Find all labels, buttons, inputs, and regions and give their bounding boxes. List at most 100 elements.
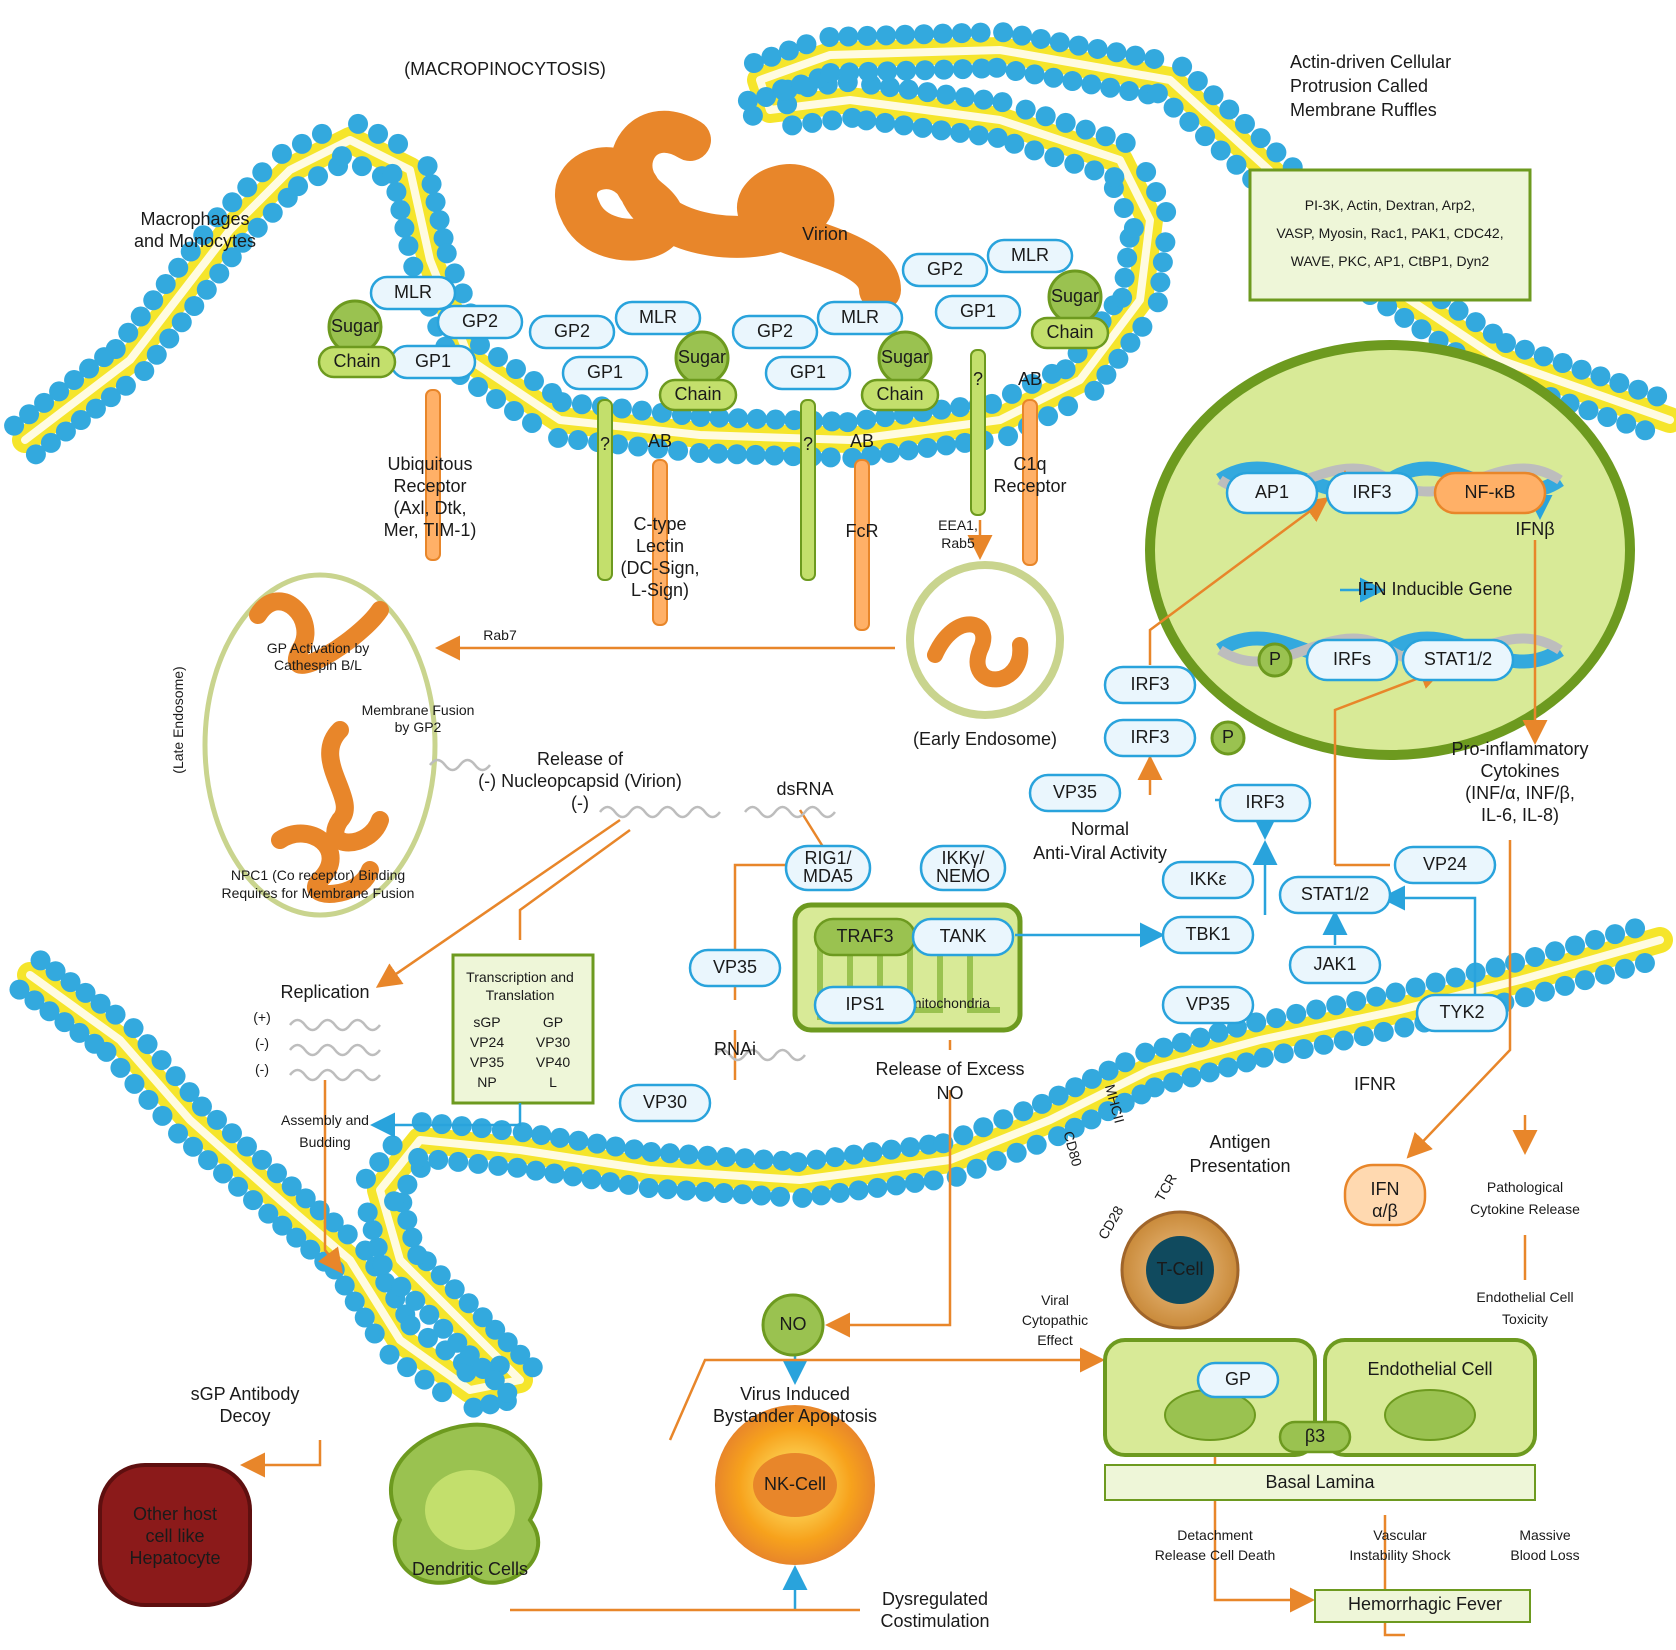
assembly-label-0: Assembly and	[281, 1112, 369, 1128]
ubiquitous-receptor-label-2: (Axl, Dtk,	[393, 498, 466, 518]
bystander-label-0: Virus Induced	[740, 1384, 850, 1404]
antigen-label-0: Antigen	[1209, 1132, 1270, 1152]
normal-antiviral-label-0: Normal	[1071, 819, 1129, 839]
dsrna-label: dsRNA	[776, 779, 833, 799]
ubiquitous-receptor-label-1: Receptor	[393, 476, 466, 496]
ifn-inducible-label: IFN Inducible Gene	[1357, 579, 1512, 599]
hepatocyte-label-1: cell like	[145, 1526, 204, 1546]
factors-line-1: PI-3K, Actin, Dextran, Arp2,	[1305, 197, 1475, 213]
release-no-label-1: NO	[937, 1083, 964, 1103]
rna-strands	[289, 758, 836, 1082]
dysregulated-label-1: Costimulation	[880, 1611, 989, 1631]
ips1-label: IPS1	[845, 994, 884, 1014]
gp-endothelial-label: GP	[1225, 1369, 1251, 1389]
transcription-item: L	[549, 1074, 557, 1090]
ifn-ab-node	[1343, 1163, 1427, 1227]
viral-cytopathic-label-2: Effect	[1037, 1332, 1073, 1348]
gp1-3-label: GP1	[790, 362, 826, 382]
chain-3: Chain	[860, 378, 940, 412]
irf3-nucleus-label: IRF3	[1352, 482, 1391, 502]
macrophages-label-0: Macrophages	[140, 209, 249, 229]
sgp-decoy-label-1: Decoy	[219, 1406, 270, 1426]
ctype-lectin-receptor	[652, 459, 668, 626]
early-endosome-label: (Early Endosome)	[913, 729, 1057, 749]
endothelial-toxicity-label-0: Endothelial Cell	[1476, 1289, 1573, 1305]
irf3-3: IRF3	[1218, 783, 1312, 823]
nfkb-label: NF-κB	[1465, 482, 1516, 502]
transcription-item: VP40	[536, 1054, 570, 1070]
assembly-label-1: Budding	[299, 1134, 350, 1150]
tyk2: TYK2	[1415, 993, 1509, 1033]
ubiquitous-receptor-label-3: Mer, TIM-1)	[384, 520, 477, 540]
massive-label-0: Massive	[1519, 1527, 1571, 1543]
mlr-4-label: MLR	[1011, 245, 1049, 265]
proinflammatory-label-0: Pro-inflammatory	[1451, 739, 1588, 759]
nkcell-label: NK-Cell	[764, 1474, 826, 1494]
lower-membrane	[9, 918, 1673, 1418]
tbk1-label: TBK1	[1185, 924, 1230, 944]
pathological-label-1: Cytokine Release	[1470, 1201, 1580, 1217]
viral-cytopathic-label-0: Viral	[1041, 1292, 1069, 1308]
irf3-2: IRF3	[1103, 718, 1197, 758]
late-endosome-label: (Late Endosome)	[170, 666, 186, 773]
no-node: NO	[761, 1293, 825, 1357]
detachment-label-0: Detachment	[1177, 1527, 1253, 1543]
fusion-wave	[429, 758, 491, 772]
ifnb-label: IFNβ	[1515, 519, 1554, 539]
transcription-item: VP24	[470, 1034, 504, 1050]
q-receptor-2	[800, 399, 816, 581]
sugar-2: Sugar	[674, 330, 730, 386]
eea1-label-1: Rab5	[941, 535, 975, 551]
p-nucleus-label: P	[1269, 649, 1281, 669]
rig1-mda5: RIG1/MDA5	[784, 844, 872, 892]
ifnr-label: IFNR	[1354, 1074, 1396, 1094]
membrane-ruffles-label-0: Actin-driven Cellular	[1290, 52, 1451, 72]
eea1-label-0: EEA1,	[938, 517, 978, 533]
nk-cell	[715, 1405, 875, 1565]
dysregulated-label-0: Dysregulated	[882, 1589, 988, 1609]
gp-endothelial: GP	[1196, 1361, 1280, 1399]
ctype-lectin-label-0: C-type	[633, 514, 686, 534]
sugar-4-label: Sugar	[1051, 286, 1099, 306]
traf3: TRAF3	[813, 917, 917, 957]
mlr-2: MLR	[614, 300, 702, 336]
antigen-label-1: Presentation	[1189, 1156, 1290, 1176]
replication-wave-1	[289, 1018, 381, 1032]
replication-wave-3	[289, 1068, 381, 1082]
c1q-label-0: C1q	[1013, 454, 1046, 474]
chain-2-label: Chain	[674, 384, 721, 404]
gp1-2-label: GP1	[587, 362, 623, 382]
fcr-label: FcR	[846, 521, 879, 541]
gp2-1-label: GP2	[462, 311, 498, 331]
nucleus	[1145, 340, 1635, 760]
tcr-label: TCR	[1152, 1171, 1180, 1204]
strand-plus: (+)	[253, 1009, 271, 1025]
mitochondria-label: mitochondria	[910, 995, 990, 1011]
membrane-ruffles-label-1: Protrusion Called	[1290, 76, 1428, 96]
ubiquitous-receptor-label-0: Ubiquitous	[387, 454, 472, 474]
detachment-label-1: Release Cell Death	[1155, 1547, 1276, 1563]
beta3: β3	[1278, 1420, 1352, 1454]
transcription-item: VP30	[536, 1034, 570, 1050]
release-label-0: Release of	[537, 749, 624, 769]
gp-activation-label-1: Cathespin B/L	[274, 657, 362, 673]
gp2-2: GP2	[528, 314, 616, 350]
ifn-ab-label-1: α/β	[1372, 1201, 1398, 1221]
ifn-ab-label-0: IFN	[1371, 1179, 1400, 1199]
vp35-1: VP35	[1028, 773, 1122, 813]
ikkg-nemo: IKKγ/NEMO	[919, 844, 1007, 892]
gp1-2: GP1	[561, 355, 649, 391]
release-no-label-0: Release of Excess	[875, 1059, 1024, 1079]
transcription-item: NP	[477, 1074, 496, 1090]
sugar-4: Sugar	[1047, 269, 1103, 325]
transcription-title-0: Transcription and	[466, 969, 574, 985]
mlr-3-label: MLR	[841, 307, 879, 327]
vp24-label: VP24	[1423, 854, 1467, 874]
title-macropinocytosis: (MACROPINOCYTOSIS)	[404, 59, 606, 79]
stat12-label: STAT1/2	[1301, 884, 1369, 904]
hepatocyte-label-0: Other host	[133, 1504, 217, 1524]
receptors	[425, 349, 1038, 631]
irf3-3-label: IRF3	[1245, 792, 1284, 812]
molecules: MLRGP2GP1SugarChainGP2MLRGP1SugarChainGP…	[317, 238, 1547, 1614]
